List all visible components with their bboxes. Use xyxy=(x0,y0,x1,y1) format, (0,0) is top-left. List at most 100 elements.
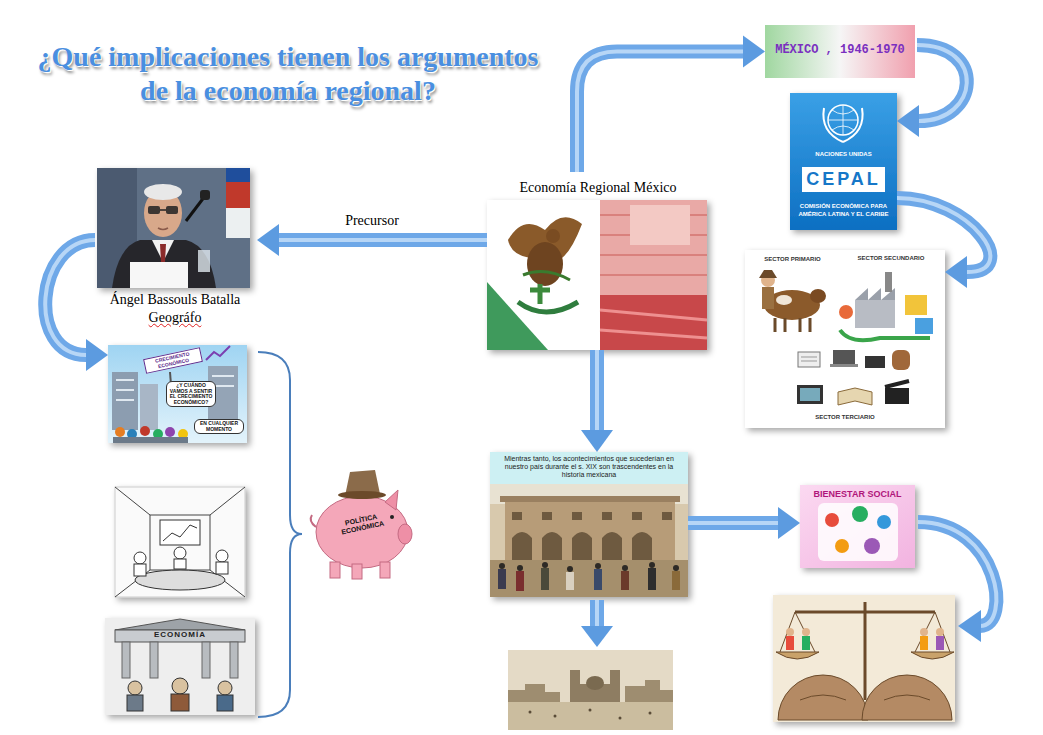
economia-regional-node: Economía Regional México xyxy=(487,174,711,350)
precursor-photo-part xyxy=(200,190,210,200)
text-slot: BIENESTAR SOCIAL xyxy=(800,489,915,499)
growth-cartoon-part xyxy=(108,345,247,443)
sign-text: CRECIMIENTO ECONÓMICO xyxy=(143,347,203,374)
flag-money-picture-part xyxy=(546,229,560,243)
text-slot: CRECIMIENTO ECONÓMICO xyxy=(143,347,203,374)
sectors-picture-part xyxy=(838,388,872,405)
text-slot: POLÍTICA ECONÓMICA xyxy=(325,509,399,540)
sectors-picture-part xyxy=(885,272,892,292)
history-painting-part-part xyxy=(673,565,679,571)
history-painting-part xyxy=(490,452,688,484)
sectors-picture-part xyxy=(759,270,777,278)
text-slot: SECTOR PRIMARIO xyxy=(755,256,830,263)
flag-money-picture-part xyxy=(487,200,707,350)
city-engraving-part xyxy=(508,650,673,730)
economy-cartoon-part xyxy=(230,642,238,678)
economy-cartoon-part xyxy=(202,642,210,678)
growth-cartoon-part xyxy=(113,437,188,443)
economy-cartoon-part xyxy=(115,619,245,630)
precursor-photo-part xyxy=(226,168,250,182)
sector-label: SECTOR TERCIARIO xyxy=(785,414,905,421)
arrow-highlight xyxy=(917,45,967,121)
city-engraving-part xyxy=(508,702,673,730)
sectors-picture-part xyxy=(833,350,855,364)
balance-picture-part xyxy=(920,636,928,650)
sectors-picture-part xyxy=(855,300,895,328)
arrow-highlight xyxy=(279,238,487,242)
sectors-picture-part xyxy=(830,364,858,367)
precursor-photo-part xyxy=(148,206,160,214)
precursor-photo-part xyxy=(130,262,188,288)
arrow-head xyxy=(945,256,967,288)
mexico-period-picture xyxy=(765,25,915,78)
arrow-head xyxy=(743,36,765,68)
history-painting-part-part xyxy=(621,571,629,590)
economy-cartoon-part xyxy=(122,642,130,678)
precursor-photo-part xyxy=(112,240,216,288)
text-slot: Mientras tanto, los acontecimientos que … xyxy=(493,455,685,479)
piggy-bank-part xyxy=(390,515,394,519)
precursor-photo-part xyxy=(226,168,250,208)
sectors-picture-part xyxy=(798,352,820,367)
history-painting-part xyxy=(498,568,680,591)
org-acronym: CEPAL xyxy=(802,167,885,192)
growth-cartoon-part xyxy=(165,427,175,437)
sectors-picture-part xyxy=(885,388,909,404)
meeting-cartoon-part xyxy=(160,520,200,545)
balance-picture-part xyxy=(864,602,867,700)
sectors-picture-part xyxy=(797,385,823,404)
history-painting-part-part xyxy=(672,571,680,590)
piggy-bank-part xyxy=(338,491,386,499)
meeting-cartoon-part xyxy=(134,564,146,576)
city-engraving xyxy=(508,650,673,730)
balance-picture-part xyxy=(802,628,810,636)
piggy-bank-part xyxy=(385,490,398,510)
flag-money-picture-part xyxy=(518,302,578,312)
piggy-bank-part xyxy=(330,562,340,578)
history-painting-part-part xyxy=(541,568,549,590)
balance-picture-part xyxy=(936,628,944,636)
city-engraving-part xyxy=(529,709,652,720)
picture-caption: Mientras tanto, los acontecimientos que … xyxy=(493,455,685,479)
precursor-photo-part xyxy=(158,228,168,230)
sectors-picture-part xyxy=(762,287,774,309)
sectors-picture-part xyxy=(745,250,945,428)
history-painting-part-part xyxy=(499,563,505,569)
economy-cartoon-part xyxy=(217,695,233,711)
precursor-photo-part xyxy=(226,208,250,238)
sectors-picture-part xyxy=(776,295,792,305)
block-arrow xyxy=(581,350,613,452)
economy-cartoon-part xyxy=(128,681,142,695)
flag-money-picture xyxy=(487,200,707,350)
meeting-cartoon-part xyxy=(174,559,186,569)
bracket-part xyxy=(258,352,302,717)
arrow-head xyxy=(257,224,279,256)
edge-label-slot: Precursor xyxy=(342,213,402,229)
history-painting-part-part xyxy=(498,569,506,589)
sectors-picture-part xyxy=(892,350,910,370)
balance-picture-part xyxy=(802,636,810,650)
text-slot: Ángel Bassouls Batalla xyxy=(95,292,255,308)
precursor-photo-part xyxy=(97,168,250,288)
economy-cartoon-part xyxy=(172,678,188,694)
text-slot: Geográfo xyxy=(95,310,255,326)
city-engraving-part-part xyxy=(589,709,592,712)
economy-cartoon xyxy=(105,618,255,715)
speech-bubble: ¿Y CUÁNDO VAMOS A SENTIR EL CRECIMIENTO … xyxy=(166,381,216,407)
building-label: ECONOMÍA xyxy=(140,630,220,639)
sectors-picture-part xyxy=(801,357,817,361)
text-slot: NACIONES UNIDAS xyxy=(794,151,893,158)
history-painting-part-part xyxy=(567,566,573,572)
sectors-picture-part xyxy=(800,388,820,401)
growth-cartoon-node: CRECIMIENTO ECONÓMICO ¿Y CUÁNDO VAMOS A S… xyxy=(108,345,247,443)
text-slot: COMISIÓN ECONÓMICA PARA AMÉRICA LATINA Y… xyxy=(792,203,895,218)
meeting-cartoon xyxy=(115,487,245,597)
policy-piggy-node: POLÍTICA ECONÓMICA xyxy=(310,470,412,580)
history-painting-part-part xyxy=(622,565,628,571)
block-arrow xyxy=(45,240,108,371)
block-arrow xyxy=(897,198,990,288)
city-engraving-part xyxy=(586,676,604,690)
meeting-cartoon-part xyxy=(115,487,245,597)
person-name: Ángel Bassouls Batalla xyxy=(95,292,255,308)
growth-cartoon xyxy=(108,345,247,443)
